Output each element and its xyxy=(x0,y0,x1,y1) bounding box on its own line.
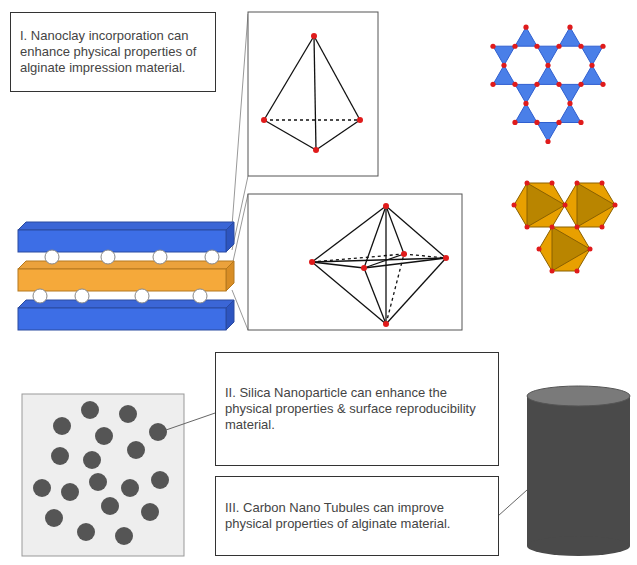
oxygen-dot xyxy=(589,63,594,68)
tetrahedron-triangle xyxy=(493,65,515,84)
oxygen-dot xyxy=(534,44,539,49)
tetrahedron-triangle xyxy=(559,103,581,122)
box-text: III. Carbon Nano Tubules can improve phy… xyxy=(225,500,489,532)
octahedron-figure xyxy=(248,194,462,330)
tetrahedron-triangle xyxy=(537,65,559,84)
oxygen-dot xyxy=(578,82,583,87)
tetrahedral-sheet xyxy=(490,25,605,145)
oxygen-dot xyxy=(512,44,517,49)
oxygen-dot xyxy=(523,25,528,30)
carbon-nanotube xyxy=(527,386,630,556)
box-text: I. Nanoclay incorporation can enhance ph… xyxy=(20,28,206,76)
tetrahedron-triangle xyxy=(515,84,537,103)
oxygen-dot xyxy=(567,101,572,106)
box-text: II. Silica Nanoparticle can enhance the … xyxy=(225,385,489,433)
tetrahedron-triangle xyxy=(515,103,537,122)
oxygen-dot xyxy=(490,82,495,87)
tetrahedron-triangle xyxy=(537,46,559,65)
oxygen-dot xyxy=(545,63,550,68)
tetrahedron-triangle xyxy=(581,46,603,65)
oxygen-dot xyxy=(556,82,561,87)
oxygen-dot xyxy=(545,139,550,144)
text-box: I. Nanoclay incorporation can enhance ph… xyxy=(10,12,216,92)
oxygen-dot xyxy=(534,82,539,87)
tetrahedron-figure xyxy=(248,12,378,176)
layered-clay xyxy=(18,222,234,330)
tetrahedron-triangle xyxy=(515,27,537,46)
text-box: II. Silica Nanoparticle can enhance the … xyxy=(215,352,499,466)
oxygen-dot xyxy=(556,44,561,49)
oxygen-dot xyxy=(512,120,517,125)
oxygen-dot xyxy=(490,44,495,49)
oxygen-dot xyxy=(578,44,583,49)
oxygen-dot xyxy=(567,25,572,30)
text-box: III. Carbon Nano Tubules can improve phy… xyxy=(215,476,499,556)
octahedral-sheet xyxy=(489,181,618,274)
oxygen-dot xyxy=(600,44,605,49)
tetrahedron-triangle xyxy=(559,84,581,103)
tetrahedron-triangle xyxy=(493,46,515,65)
oxygen-dot xyxy=(501,63,506,68)
tetrahedron-triangle xyxy=(559,27,581,46)
tetrahedron-triangle xyxy=(581,65,603,84)
oxygen-dot xyxy=(578,120,583,125)
oxygen-dot xyxy=(523,101,528,106)
tetrahedron-triangle xyxy=(537,123,559,142)
oxygen-dot xyxy=(512,82,517,87)
silica-particles xyxy=(22,394,184,556)
oxygen-dot xyxy=(600,82,605,87)
oxygen-dot xyxy=(534,120,539,125)
oxygen-dot xyxy=(556,120,561,125)
